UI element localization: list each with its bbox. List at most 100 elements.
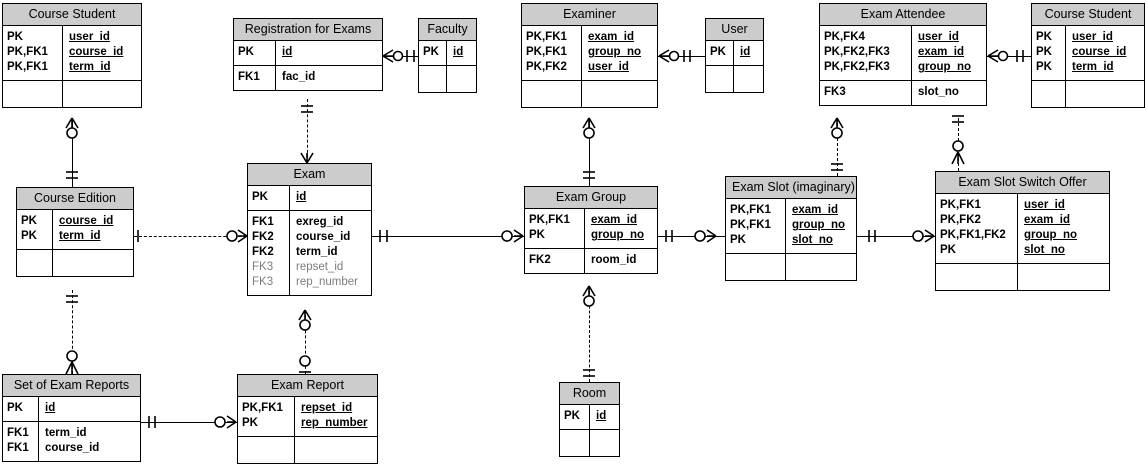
entity-exam-report[interactable]: Exam Report PK,FK1 PK repset_id rep_numb… [237, 374, 378, 465]
attribute-label: exam_id [591, 214, 638, 227]
entity-key-section: PK id [419, 41, 476, 66]
key-label: PK [1036, 31, 1052, 44]
entity-title: Exam Slot (imaginary) [726, 177, 856, 200]
entity-key-section: PK,FK1 PK,FK1 PK exam_id group_no slot_n… [726, 199, 856, 254]
entity-user[interactable]: User PK id [705, 18, 764, 94]
key-label: FK3 [252, 276, 274, 289]
attribute-label: id [596, 410, 607, 423]
entity-room[interactable]: Room PK id [559, 382, 620, 458]
entity-course-student-left[interactable]: Course Student PK PK,FK1 PK,FK1 user_id … [2, 3, 142, 109]
key-label: PK [1036, 46, 1052, 59]
entity-title: Room [560, 383, 619, 406]
entity-title: Exam [248, 164, 371, 187]
key-column: PK [560, 405, 590, 430]
attribute-label: course_id [296, 231, 351, 244]
attribute-label: course_id [69, 46, 124, 59]
attribute-column: user_id exam_id group_no [912, 26, 986, 80]
attribute-label: slot_no [918, 86, 959, 99]
attribute-label: id [282, 46, 293, 59]
entity-nonkey-section [560, 429, 619, 457]
attribute-label: fac_id [282, 71, 316, 84]
attribute-label: user_id [1072, 31, 1113, 44]
entity-key-section: PK id [706, 41, 763, 66]
attribute-label: user_id [1024, 199, 1065, 212]
connector-exam-attendee-exam-slot [837, 118, 838, 176]
key-label: PK,FK1,FK2 [940, 229, 1006, 242]
entity-key-section: PK,FK1 PK,FK1 PK,FK2 exam_id group_no us… [522, 26, 657, 81]
entity-nonkey-section [419, 65, 476, 93]
key-label: PK,FK4 [824, 31, 865, 44]
key-label: PK [710, 46, 726, 59]
attribute-label: group_no [1024, 229, 1078, 242]
key-column: PK,FK1 PK [525, 209, 585, 249]
attribute-column: exam_id group_no slot_no [786, 199, 856, 253]
attribute-column: fac_id [276, 66, 382, 90]
key-column [560, 430, 590, 457]
key-label: PK [21, 215, 37, 228]
entity-exam[interactable]: Exam PK id FK1 FK2 FK2 FK3 FK3 exreg_id … [247, 163, 372, 296]
entity-nonkey-section: FK1 fac_id [234, 65, 382, 91]
attribute-label: slot_no [792, 234, 833, 247]
attribute-label: exreg_id [296, 216, 344, 229]
attribute-column: id [290, 186, 371, 210]
attribute-label: exam_id [588, 31, 635, 44]
entity-examiner[interactable]: Examiner PK,FK1 PK,FK1 PK,FK2 exam_id gr… [521, 3, 658, 109]
attribute-column: id [590, 405, 619, 429]
key-column: FK1 FK1 [3, 422, 39, 462]
key-column: FK3 [820, 81, 912, 106]
key-column: PK,FK4 PK,FK2,FK3 PK,FK2,FK3 [820, 26, 912, 81]
attribute-label: rep_number [301, 417, 368, 430]
entity-course-student-right[interactable]: Course Student PK PK PK user_id course_i… [1031, 3, 1145, 109]
connector-attendee-course-student [987, 56, 1031, 57]
entity-exam-attendee[interactable]: Exam Attendee PK,FK4 PK,FK2,FK3 PK,FK2,F… [819, 3, 987, 107]
key-label: PK,FK1 [940, 199, 981, 212]
key-label: FK1 [252, 216, 274, 229]
attribute-column: user_id exam_id group_no slot_no [1018, 194, 1109, 263]
attribute-label: repset_id [301, 402, 353, 415]
entity-title: Exam Attendee [820, 4, 986, 27]
key-column: PK PK PK [1032, 26, 1066, 81]
key-label: PK [7, 31, 23, 44]
attribute-label: repset_id [296, 261, 344, 274]
attribute-column: repset_id rep_number [295, 397, 377, 436]
entity-nonkey-section [522, 80, 657, 108]
entity-course-edition[interactable]: Course Edition PK PK course_id term_id [16, 187, 134, 278]
key-label: FK3 [252, 261, 274, 274]
entity-key-section: PK id [560, 405, 619, 430]
connector-course-edition-report-set [72, 290, 73, 374]
key-label: FK2 [529, 254, 551, 267]
key-label: PK,FK2 [940, 214, 981, 227]
entity-exam-group[interactable]: Exam Group PK,FK1 PK exam_id group_no FK… [524, 186, 658, 275]
connector-examiner-exam-group [589, 118, 590, 186]
entity-nonkey-section: FK3 slot_no [820, 80, 986, 106]
attribute-label: id [453, 46, 464, 59]
key-column [1032, 81, 1066, 108]
key-label: PK [238, 46, 254, 59]
entity-title: User [706, 19, 763, 42]
attribute-column: exam_id group_no [585, 209, 657, 248]
attribute-column: id [276, 41, 382, 65]
entity-nonkey-section [726, 253, 856, 281]
entity-key-section: PK id [234, 41, 382, 66]
entity-exam-slot-switch-offer[interactable]: Exam Slot Switch Offer PK,FK1 PK,FK2 PK,… [935, 171, 1110, 292]
entity-title: Exam Report [238, 375, 377, 398]
entity-faculty[interactable]: Faculty PK id [418, 18, 477, 94]
key-label: PK,FK2,FK3 [824, 61, 890, 74]
key-label: PK [252, 191, 268, 204]
key-label: FK2 [252, 231, 274, 244]
entity-key-section: PK id [3, 397, 140, 422]
entity-exam-slot[interactable]: Exam Slot (imaginary) PK,FK1 PK,FK1 PK e… [725, 176, 857, 282]
entity-registration-for-exams[interactable]: Registration for Exams PK id FK1 fac_id [233, 18, 383, 92]
key-column: PK PK [17, 210, 53, 250]
entity-title: Faculty [419, 19, 476, 42]
key-column: PK,FK1 PK,FK2 PK,FK1,FK2 PK [936, 194, 1018, 264]
attribute-column: exreg_id course_id term_id repset_id rep… [290, 211, 371, 295]
entity-set-of-exam-reports[interactable]: Set of Exam Reports PK id FK1 FK1 term_i… [2, 374, 141, 463]
attribute-column: slot_no [912, 81, 986, 105]
attribute-column: room_id [585, 249, 657, 273]
key-column: PK,FK1 PK [238, 397, 295, 437]
attribute-label: room_id [591, 254, 637, 267]
connector-examiner-user [658, 56, 705, 57]
entity-nonkey-section [706, 65, 763, 93]
attribute-label: id [740, 46, 751, 59]
